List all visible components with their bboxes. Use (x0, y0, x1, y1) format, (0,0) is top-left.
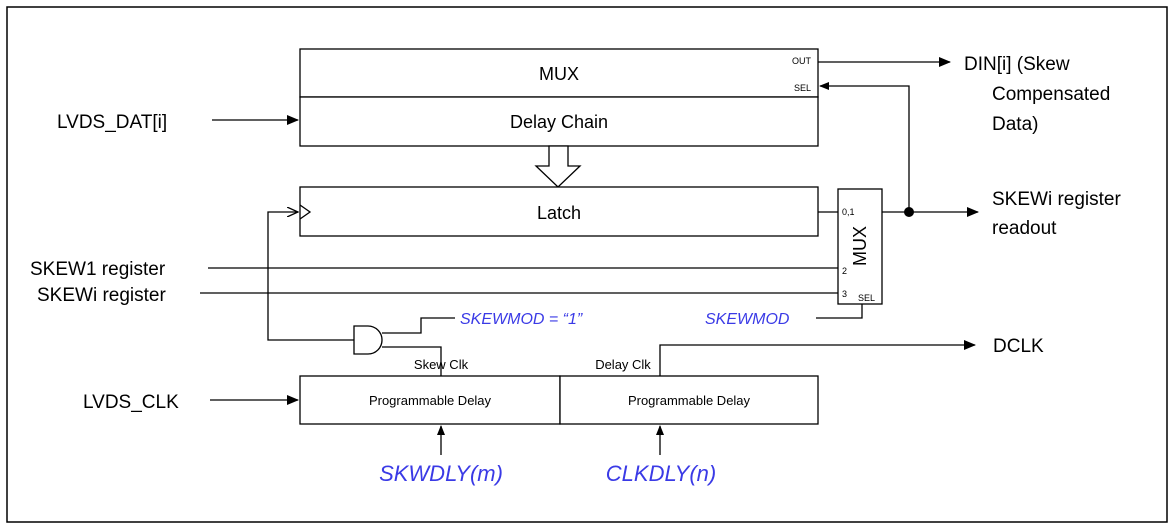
skewi-label: SKEWi register (37, 285, 166, 306)
latch-clock-triangle (299, 204, 312, 220)
skew1-label: SKEW1 register (30, 259, 166, 280)
top-mux-label: MUX (539, 64, 579, 84)
clkdly-label: CLKDLY(n) (606, 461, 716, 486)
lvds-clk-label: LVDS_CLK (83, 392, 179, 413)
prog-delay-right-box (559, 375, 819, 425)
sel-top-port-label: SEL (794, 83, 811, 93)
sel-right-port-label: SEL (858, 293, 875, 303)
latch-clock-wire (267, 212, 354, 341)
out-port-label: OUT (792, 56, 812, 66)
skwdly-label: SKWDLY(m) (379, 461, 503, 486)
skewmod-eq-wire (382, 317, 455, 334)
right-mux-box (837, 188, 883, 305)
prog-delay-right-label: Programmable Delay (628, 393, 751, 408)
lvds-dat-label: LVDS_DAT[i] (57, 112, 167, 133)
in3-port-label: 3 (842, 289, 847, 299)
prog-delay-left-label: Programmable Delay (369, 393, 492, 408)
and-gate (353, 325, 383, 355)
delay-clk-label: Delay Clk (595, 357, 651, 372)
junction-dot (904, 207, 914, 217)
delay-chain-box (299, 96, 819, 147)
parallel-transfer-arrow (534, 145, 582, 188)
skew-clk-wire (382, 346, 442, 376)
skewmod-label: SKEWMOD (705, 311, 790, 328)
right-mux-label: MUX (850, 226, 870, 266)
sel-feedback-wire (819, 82, 910, 212)
readout-label-1: SKEWi register (992, 189, 1121, 210)
dclk-wire (659, 340, 976, 376)
skewmod-eq-label: SKEWMOD = “1” (460, 311, 583, 328)
delay-chain-label: Delay Chain (510, 112, 608, 132)
in01-port-label: 0,1 (842, 207, 855, 217)
din-label-1: DIN[i] (Skew (964, 54, 1070, 75)
dclk-label: DCLK (993, 336, 1044, 357)
readout-label-2: readout (992, 218, 1057, 239)
latch-label: Latch (537, 203, 581, 223)
din-label-2: Compensated (992, 84, 1110, 105)
skewmod-sel-wire (816, 304, 863, 319)
outer-frame (6, 6, 1168, 523)
in2-port-label: 2 (842, 266, 847, 276)
din-label-3: Data) (992, 114, 1038, 135)
skew-clk-label: Skew Clk (414, 357, 469, 372)
